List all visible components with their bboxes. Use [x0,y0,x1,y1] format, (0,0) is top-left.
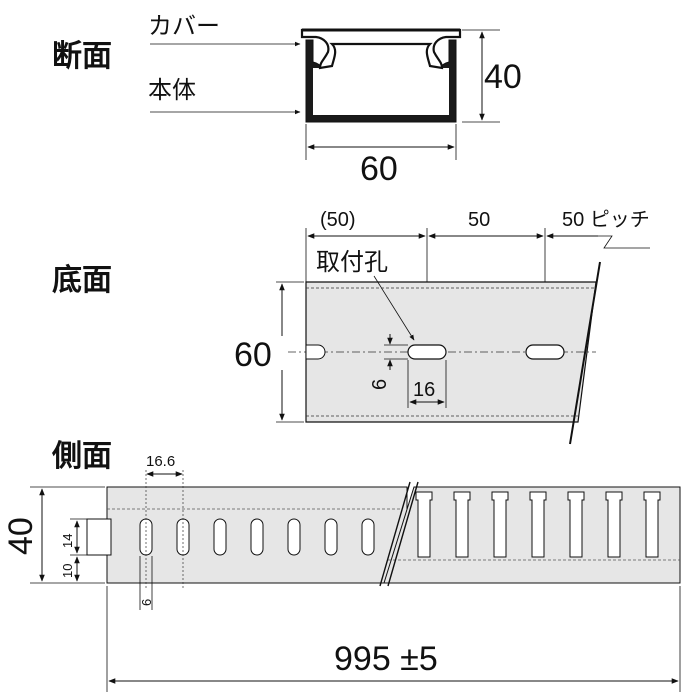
open-slit [605,491,623,558]
mounting-hole-label: 取付孔 [316,248,388,276]
slit [139,518,153,556]
bottom-dim-second: 50 [468,209,490,231]
open-slit [643,491,661,558]
open-slit [529,491,547,558]
slit [361,518,375,556]
mounting-hole-1 [407,344,447,360]
bottom-break-line [569,261,601,445]
mounting-hole-leader [373,275,415,341]
duct-inner-cavity [313,68,449,115]
base-height-dim: 10 [60,564,75,578]
slit [250,518,264,556]
slit [176,518,190,556]
bottom-dim-first: (50) [320,209,356,231]
body-label: 本体 [148,76,196,104]
slit [324,518,338,556]
side-slits-right [415,491,661,558]
side-view-title: 側面 [51,440,112,473]
slot-width-dim: 6 [369,379,391,390]
bottom-dim-pitch: 50 ピッチ [562,209,650,231]
bottom-width-dim: 60 [234,336,272,374]
pitch-leader [598,235,650,249]
side-height-dim: 40 [2,517,40,555]
side-end-notch [86,518,112,556]
cross-section-title: 断面 [52,40,112,73]
open-slit [491,491,509,558]
cross-section-view: 断面 カバー 本体 40 60 [52,12,522,188]
bottom-view-title: 底面 [52,264,112,297]
slit [213,518,227,556]
slit [287,518,301,556]
slit-pitch-dim: 16.6 [146,453,175,470]
open-slit [415,491,433,558]
slot-length-dim: 16 [413,379,435,401]
side-view: 側面 [2,440,681,692]
overall-length-dim: 995 ±5 [334,640,438,678]
open-slit [453,491,471,558]
end-notch [305,344,326,360]
open-slit [567,491,585,558]
side-break-line-1 [379,481,411,587]
cross-section-height-dim: 40 [484,58,522,96]
cross-section-width-dim: 60 [360,150,398,188]
side-break-line-2 [387,481,419,587]
side-slit-width-dim: 6 [139,599,154,606]
cover-label: カバー [148,12,220,40]
mounting-hole-2 [525,344,565,360]
bottom-view: 底面 (50) 50 50 ピッチ 取付孔 60 [52,209,650,445]
slit-height-dim: 14 [60,534,75,548]
duct-cover-profile [300,28,462,70]
